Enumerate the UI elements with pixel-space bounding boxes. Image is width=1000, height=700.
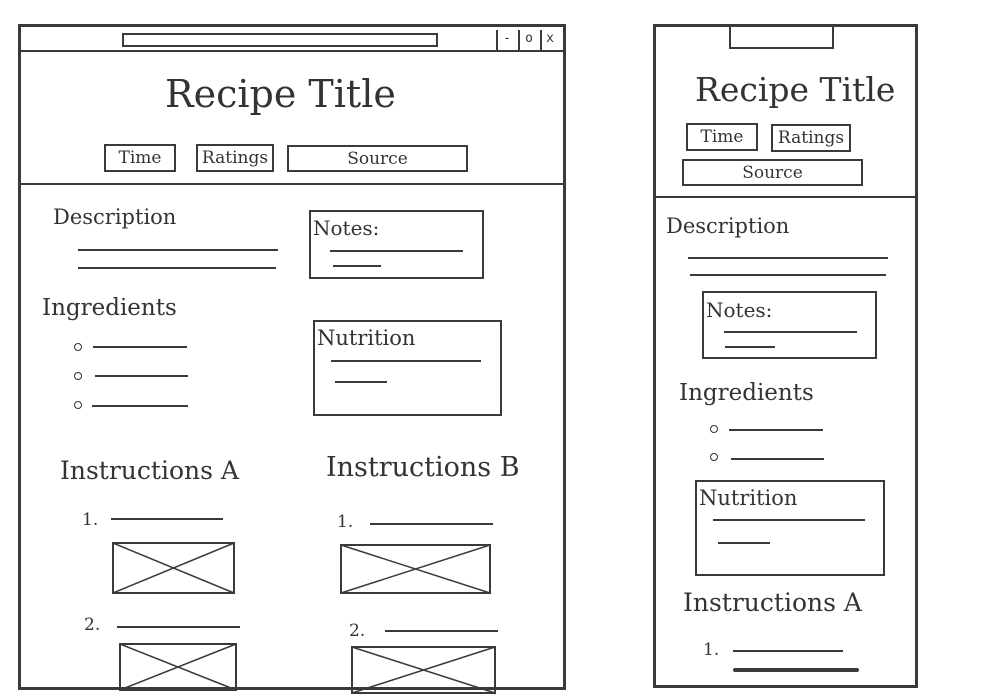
image-placeholder-icon bbox=[340, 544, 491, 594]
text-placeholder-line bbox=[690, 274, 886, 276]
header-divider bbox=[20, 183, 564, 185]
step-text-line bbox=[370, 523, 493, 525]
image-placeholder-icon bbox=[351, 646, 496, 694]
step-number: 1. bbox=[82, 510, 99, 530]
ingredient-line bbox=[729, 429, 823, 431]
step-number: 2. bbox=[349, 621, 366, 641]
text-placeholder-line bbox=[78, 249, 278, 251]
window-control-separator bbox=[496, 30, 498, 50]
step-number: 2. bbox=[84, 615, 101, 635]
mobile-source-chip[interactable]: Source bbox=[682, 159, 863, 186]
minimize-icon[interactable]: - bbox=[503, 30, 511, 46]
text-placeholder-line bbox=[333, 265, 381, 267]
desktop-titlebar-divider bbox=[20, 50, 564, 52]
step-text-line bbox=[117, 626, 240, 628]
text-placeholder-line bbox=[725, 346, 775, 348]
mobile-time-chip[interactable]: Time bbox=[686, 123, 758, 151]
notes-heading: Notes: bbox=[313, 216, 380, 240]
ingredient-line bbox=[92, 405, 188, 407]
ingredient-line bbox=[93, 346, 187, 348]
ingredient-line bbox=[95, 375, 188, 377]
step-text-line bbox=[385, 630, 498, 632]
description-heading: Description bbox=[53, 205, 177, 229]
maximize-icon[interactable]: o bbox=[525, 30, 533, 46]
window-control-separator bbox=[518, 30, 520, 50]
mobile-instructions-a-heading: Instructions A bbox=[683, 588, 862, 617]
mobile-header-divider bbox=[655, 196, 916, 198]
instructions-a-heading: Instructions A bbox=[60, 456, 239, 485]
step-number: 1. bbox=[703, 640, 720, 660]
mobile-page-title: Recipe Title bbox=[695, 70, 896, 109]
text-placeholder-line bbox=[724, 331, 857, 333]
time-chip[interactable]: Time bbox=[104, 144, 176, 172]
bullet-icon bbox=[74, 401, 82, 409]
ingredient-line bbox=[731, 458, 824, 460]
mobile-notes-heading: Notes: bbox=[706, 298, 773, 322]
nutrition-box bbox=[313, 320, 502, 416]
mobile-nutrition-box bbox=[695, 480, 885, 576]
step-text-line bbox=[111, 518, 223, 520]
text-placeholder-line bbox=[330, 250, 463, 252]
desktop-window bbox=[18, 24, 566, 690]
step-text-line bbox=[733, 650, 843, 652]
text-placeholder-line bbox=[331, 360, 481, 362]
bullet-icon bbox=[710, 453, 718, 461]
text-placeholder-line bbox=[335, 381, 387, 383]
bullet-icon bbox=[74, 372, 82, 380]
close-icon[interactable]: x bbox=[546, 30, 554, 46]
home-indicator bbox=[733, 668, 859, 672]
ratings-chip[interactable]: Ratings bbox=[196, 144, 274, 172]
mobile-ingredients-heading: Ingredients bbox=[679, 380, 814, 406]
notes-box bbox=[309, 210, 484, 279]
instructions-b-heading: Instructions B bbox=[326, 452, 520, 483]
mobile-frame bbox=[653, 24, 918, 688]
bullet-icon bbox=[710, 425, 718, 433]
source-chip[interactable]: Source bbox=[287, 145, 468, 172]
text-placeholder-line bbox=[713, 519, 865, 521]
window-control-separator bbox=[540, 30, 542, 50]
image-placeholder-icon bbox=[119, 643, 237, 691]
ingredients-heading: Ingredients bbox=[42, 295, 177, 321]
page-title: Recipe Title bbox=[165, 72, 396, 116]
mobile-nutrition-heading: Nutrition bbox=[699, 486, 798, 510]
step-number: 1. bbox=[337, 512, 354, 532]
nutrition-heading: Nutrition bbox=[317, 326, 416, 350]
text-placeholder-line bbox=[718, 542, 770, 544]
text-placeholder-line bbox=[688, 257, 888, 259]
mobile-notch bbox=[729, 27, 834, 49]
desktop-address-bar[interactable] bbox=[122, 33, 438, 47]
mobile-notes-box bbox=[702, 291, 877, 359]
text-placeholder-line bbox=[78, 267, 276, 269]
mobile-description-heading: Description bbox=[666, 214, 790, 238]
image-placeholder-icon bbox=[112, 542, 235, 594]
mobile-ratings-chip[interactable]: Ratings bbox=[771, 124, 851, 152]
bullet-icon bbox=[74, 343, 82, 351]
